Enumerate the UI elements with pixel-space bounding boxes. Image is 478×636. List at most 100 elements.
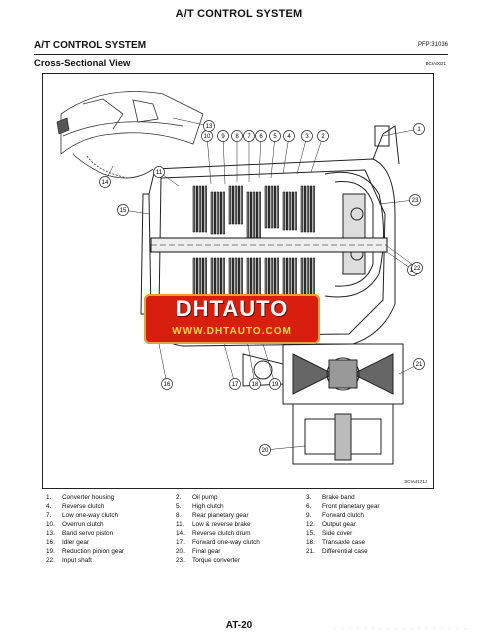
leader-line xyxy=(262,343,276,385)
leader-line xyxy=(246,339,256,385)
clutch-plate xyxy=(270,185,273,229)
differential-assembly xyxy=(242,343,404,465)
callout-circle xyxy=(255,130,267,142)
callout-number: 2 xyxy=(321,134,325,140)
legend-number: 14. xyxy=(176,530,185,537)
legend-label: Reduction pinion gear xyxy=(62,548,125,555)
legend-label: Reverse clutch drum xyxy=(192,530,251,537)
page-number: AT-20 xyxy=(225,620,253,631)
legend-item: 22. Input shaft xyxy=(46,557,176,564)
clutch-plate xyxy=(273,185,276,229)
clutch-plate xyxy=(306,185,309,233)
callout-circle xyxy=(269,130,281,142)
callout-circle xyxy=(283,130,295,142)
clutch-packs xyxy=(192,185,315,309)
clutch-plate xyxy=(213,191,216,235)
clutch-plate xyxy=(294,191,297,231)
callout-23: 23 xyxy=(378,194,421,206)
clutch-plate xyxy=(231,185,234,225)
callout-circle xyxy=(317,130,329,142)
callout-circle xyxy=(413,123,425,135)
legend-label: Side cover xyxy=(322,530,353,537)
callout-8: 8 xyxy=(231,130,243,182)
figure-code: BCIA0021 xyxy=(425,61,446,66)
clutch-plate xyxy=(234,257,237,299)
callout-number: 18 xyxy=(252,382,259,388)
legend-item: 10.Overrun clutch xyxy=(46,521,176,528)
callout-circle xyxy=(413,358,425,370)
clutch-plate xyxy=(192,185,195,233)
legend-label: Input shaft xyxy=(62,557,92,564)
callout-number: 19 xyxy=(272,382,279,388)
transmission-drawing: 1234567891011121314151617181920212223 xyxy=(56,91,425,465)
legend-item: 1.Converter housing xyxy=(46,494,176,501)
callout-number: 15 xyxy=(120,208,127,214)
leader-line xyxy=(270,135,276,179)
legend-number: 11. xyxy=(176,521,185,528)
legend-number: 17. xyxy=(176,539,185,546)
callout-number: 4 xyxy=(287,134,291,140)
watermark-url: WWW.DHTAUTO.COM xyxy=(172,326,292,337)
section-code: PFP:31036 xyxy=(417,42,448,48)
legend-item: 4.Reverse clutch xyxy=(46,503,176,510)
legend-number: 22. xyxy=(46,557,55,564)
clutch-plate xyxy=(237,257,240,299)
callout-number: 8 xyxy=(235,134,239,140)
legend-number: 23. xyxy=(176,557,185,564)
leader-line xyxy=(382,128,420,137)
legend-number: 10. xyxy=(46,521,55,528)
clutch-plate xyxy=(309,185,312,233)
clutch-plate xyxy=(228,185,231,225)
legend-item: 20.Final gear xyxy=(176,548,306,555)
leader-line xyxy=(172,117,210,127)
callout-circle xyxy=(409,194,421,206)
callout-circle xyxy=(99,176,111,188)
callout-5: 5 xyxy=(269,130,281,179)
clutch-plate xyxy=(231,257,234,299)
legend-number: 21. xyxy=(306,548,315,555)
callout-1: 1 xyxy=(382,123,425,137)
legend-number: 12. xyxy=(306,521,315,528)
legend-number: 18. xyxy=(306,539,315,546)
legend-label: High clutch xyxy=(192,503,224,510)
leader-line xyxy=(386,245,418,269)
legend-number: 4. xyxy=(46,503,52,510)
callout-circle xyxy=(117,204,129,216)
clutch-plate xyxy=(237,185,240,225)
callout-19: 19 xyxy=(262,343,281,390)
callout-number: 6 xyxy=(259,134,263,140)
legend-number: 20. xyxy=(176,548,185,555)
legend-item: 14. Reverse clutch drum xyxy=(176,530,306,537)
clutch-plate xyxy=(252,191,255,239)
clutch-plate xyxy=(294,257,297,299)
clutch-plate xyxy=(303,185,306,233)
legend-label: Oil pump xyxy=(192,494,218,501)
legend-item: 7.Low one-way clutch xyxy=(46,512,176,519)
legend-label: Converter housing xyxy=(62,494,115,501)
legend-number: 9. xyxy=(306,512,312,519)
clutch-plate xyxy=(282,257,285,299)
callout-circle xyxy=(269,378,281,390)
legend-item: 19. Reduction pinion gear xyxy=(46,548,176,555)
leader-line xyxy=(378,199,416,205)
clutch-plate xyxy=(312,185,315,233)
subtitle: Cross-Sectional View xyxy=(34,58,131,69)
clutch-plate xyxy=(240,257,243,299)
callout-number: 22 xyxy=(414,266,421,272)
callout-number: 21 xyxy=(416,362,423,368)
callout-15: 15 xyxy=(117,204,150,216)
clutch-plate xyxy=(201,185,204,233)
clutch-plate xyxy=(222,191,225,235)
legend-item: 8.Rear planetary gear xyxy=(176,512,306,519)
callout-circle xyxy=(411,262,423,274)
callout-9: 9 xyxy=(217,130,229,185)
callout-7: 7 xyxy=(243,130,255,182)
legend-label: Idler gear xyxy=(62,539,89,546)
legend-label: Forward clutch xyxy=(322,512,364,519)
legend-number: 19. xyxy=(46,548,55,555)
legend-label: Forward one-way clutch xyxy=(192,539,260,546)
callout-22: 22 xyxy=(386,245,423,274)
callout-number: 11 xyxy=(156,170,163,176)
leader-line xyxy=(310,135,324,173)
clutch-plate xyxy=(258,191,261,239)
